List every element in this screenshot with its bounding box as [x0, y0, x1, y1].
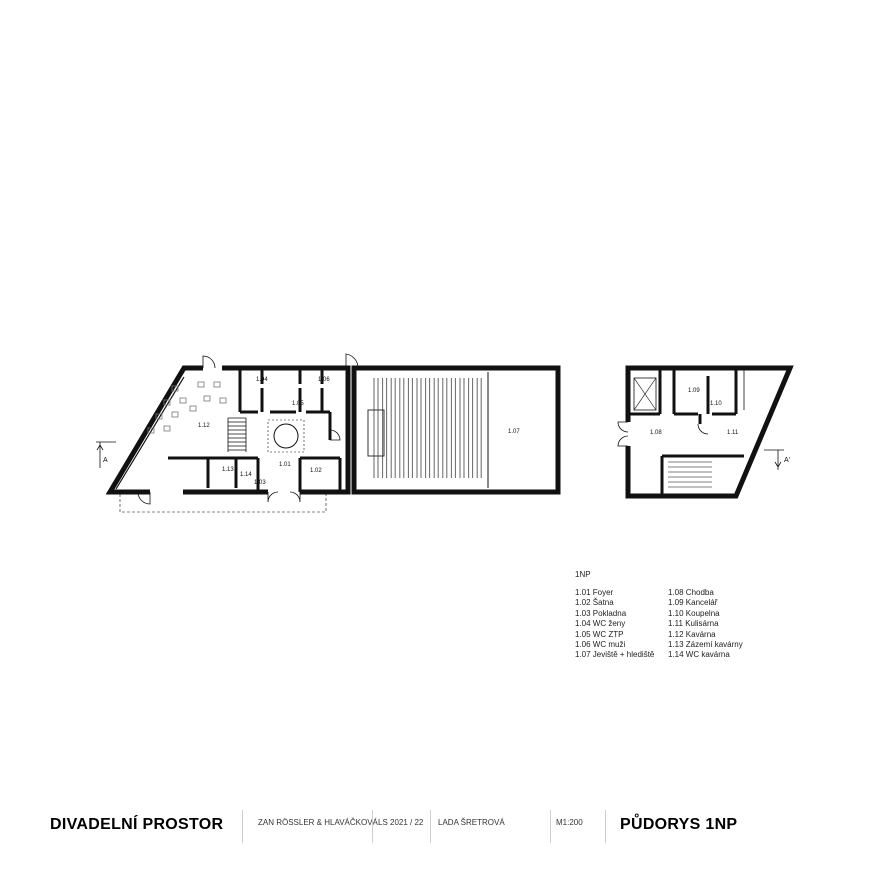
section-marker-right-label: A'	[784, 457, 790, 464]
legend-column-1: 1.01 Foyer 1.02 Šatna 1.03 Pokladna 1.04…	[575, 588, 654, 661]
cafe-table	[197, 381, 205, 388]
cafe-table	[163, 425, 171, 432]
annex-stairs	[668, 461, 712, 488]
legend-item: 1.03 Pokladna	[575, 608, 627, 618]
seat-row	[450, 378, 456, 478]
room-label-1.14: 1.14	[240, 472, 252, 478]
interior-walls	[168, 368, 342, 492]
cafe-table	[171, 411, 179, 418]
room-label-1.09: 1.09	[688, 388, 700, 394]
project-title: DIVADELNÍ PROSTOR	[50, 816, 224, 833]
elevator-shaft	[633, 377, 657, 411]
room-label-1.11: 1.11	[727, 430, 739, 436]
legend-item: 1.04 WC ženy	[575, 619, 626, 629]
legend-item: 1.06 WC muži	[575, 640, 626, 650]
annex-interior-walls	[628, 368, 744, 496]
cafe-table	[171, 385, 179, 392]
seat-row	[416, 378, 422, 478]
legend-item: 1.14 WC kavárna	[668, 650, 730, 660]
semester: LS 2021 / 22	[378, 818, 424, 827]
cafe-table	[213, 381, 221, 388]
outer-wall-hall	[351, 365, 561, 495]
legend-item: 1.10 Koupelna	[668, 608, 720, 618]
section-marker-left	[96, 441, 116, 468]
room-label-1.01: 1.01	[279, 462, 291, 468]
elevator-cross	[633, 377, 657, 411]
room-label-1.06: 1.06	[318, 377, 330, 383]
legend-item: 1.07 Jeviště + hlediště	[575, 650, 655, 660]
title-block-divider	[372, 810, 373, 843]
legend-item: 1.08 Chodba	[668, 588, 714, 597]
stage-box	[367, 409, 385, 457]
room-label-1.02: 1.02	[310, 468, 322, 474]
room-label-1.08: 1.08	[650, 430, 662, 436]
annex-outer-wall	[625, 365, 794, 499]
section-marker-right	[764, 449, 784, 470]
doors	[137, 353, 359, 505]
seat-row	[425, 378, 431, 478]
annex-doors	[617, 421, 709, 447]
cafe-table	[179, 397, 187, 404]
room-label-1.07: 1.07	[508, 429, 520, 435]
room-label-1.13: 1.13	[222, 467, 234, 473]
tutor: LADA ŠRETROVÁ	[438, 818, 505, 827]
section-marker-left-label: A	[103, 457, 108, 464]
seat-row	[407, 378, 413, 478]
room-label-1.04: 1.04	[256, 377, 268, 383]
title-block-divider	[550, 810, 551, 843]
legend-item: 1.01 Foyer	[575, 588, 614, 597]
seat-row	[390, 378, 396, 478]
drawing-title: PŮDORYS 1NP	[620, 816, 738, 833]
foyer-box	[267, 419, 305, 453]
room-label-1.12: 1.12	[198, 423, 210, 429]
seat-row	[399, 378, 405, 478]
seat-row	[373, 378, 379, 478]
legend-item: 1.12 Kavárna	[668, 629, 716, 639]
legend-item: 1.09 Kancelář	[668, 598, 718, 608]
scale: M1:200	[556, 818, 583, 827]
entrance-canopy	[119, 494, 327, 513]
seat-row	[382, 378, 388, 478]
title-block-divider	[605, 810, 606, 843]
cafe-table	[155, 413, 163, 420]
auditorium-seating	[373, 378, 482, 478]
cafe-table	[189, 405, 197, 412]
legend-title: 1NP	[575, 570, 591, 579]
cafe-stairs	[227, 417, 247, 452]
seat-row	[468, 378, 474, 478]
legend-item: 1.02 Šatna	[575, 598, 614, 608]
legend-item: 1.11 Kulisárna	[668, 619, 719, 629]
seat-row	[459, 378, 465, 478]
authors: ZAN RÖSSLER & HLAVÁČKOVÁ	[258, 818, 378, 827]
legend-item: 1.13 Zázemí kavárny	[668, 640, 743, 650]
legend-column-2: 1.08 Chodba 1.09 Kancelář 1.10 Koupelna …	[668, 588, 743, 661]
title-block-divider	[242, 810, 243, 843]
main-building	[105, 353, 561, 513]
seat-row	[476, 378, 482, 478]
room-label-1.03: 1.03	[254, 480, 266, 486]
title-block-divider	[430, 810, 431, 843]
foyer-rotunda	[273, 423, 299, 449]
cafe-tables	[147, 381, 227, 434]
legend-item: 1.05 WC ZTP	[575, 629, 624, 639]
seat-row	[433, 378, 439, 478]
cafe-table	[219, 397, 227, 404]
room-label-1.10: 1.10	[710, 401, 722, 407]
cafe-table	[147, 427, 155, 434]
room-label-1.05: 1.05	[292, 401, 304, 407]
annex-building	[617, 365, 794, 499]
seat-row	[442, 378, 448, 478]
cafe-table	[163, 399, 171, 406]
cafe-table	[203, 395, 211, 402]
